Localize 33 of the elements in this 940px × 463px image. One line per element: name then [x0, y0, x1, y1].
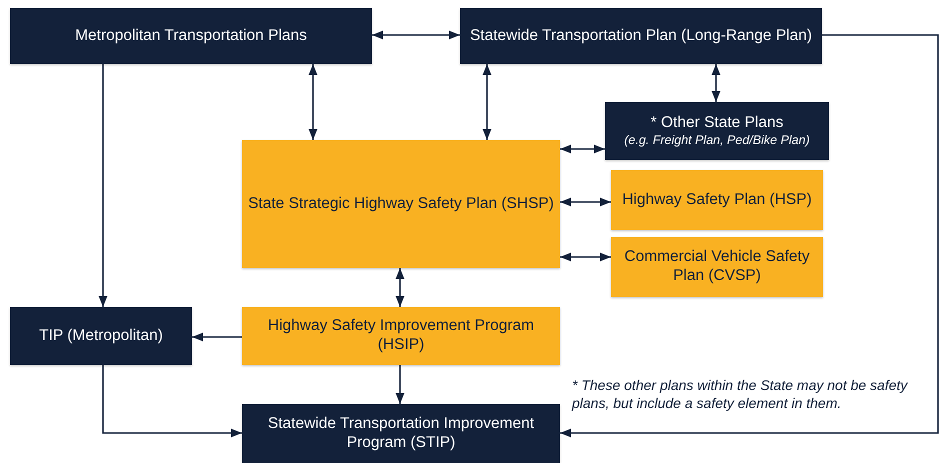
plan-title: State Strategic Highway Safety Plan (SHSP) — [248, 194, 554, 214]
arrow — [560, 252, 611, 262]
plan-title: Statewide Transportation Improvement Program (STIP) — [266, 414, 536, 452]
arrow — [396, 365, 404, 404]
plan-title: TIP (Metropolitan) — [39, 326, 163, 346]
plan-box — [611, 170, 823, 230]
plan-box — [10, 8, 372, 64]
plan-title: Highway Safety Plan (HSP) — [622, 190, 812, 210]
plan-title: Commercial Vehicle Safety Plan (CVSP) — [623, 248, 811, 286]
plan-box — [611, 237, 823, 297]
arrow — [98, 64, 108, 307]
plan-title: Metropolitan Transportation Plans — [75, 26, 307, 46]
arrow — [396, 268, 404, 307]
footnote: * These other plans within the State may not be safety plans, but include a safety element in them. — [572, 376, 909, 412]
plan-title: Statewide Transportation Plan (Long-Range Plan) — [470, 26, 812, 46]
plan-box — [242, 140, 560, 268]
arrow — [372, 30, 460, 40]
arrow — [192, 332, 242, 342]
plan-box — [460, 8, 822, 64]
arrow — [308, 64, 318, 140]
arrow — [712, 64, 720, 102]
plan-box — [242, 404, 560, 463]
arrow — [102, 365, 242, 438]
plan-examples: (e.g. Freight Plan, Ped/Bike Plan) — [624, 132, 810, 148]
arrow — [560, 144, 605, 154]
plan-title: * Other State Plans — [650, 114, 784, 133]
plan-box — [605, 102, 829, 160]
arrow — [482, 64, 492, 140]
plan-box — [10, 307, 192, 365]
arrow — [560, 198, 611, 206]
plan-box — [242, 307, 560, 365]
plan-title: Highway Safety Improvement Program (HSIP) — [266, 317, 536, 355]
arrow — [560, 34, 939, 438]
